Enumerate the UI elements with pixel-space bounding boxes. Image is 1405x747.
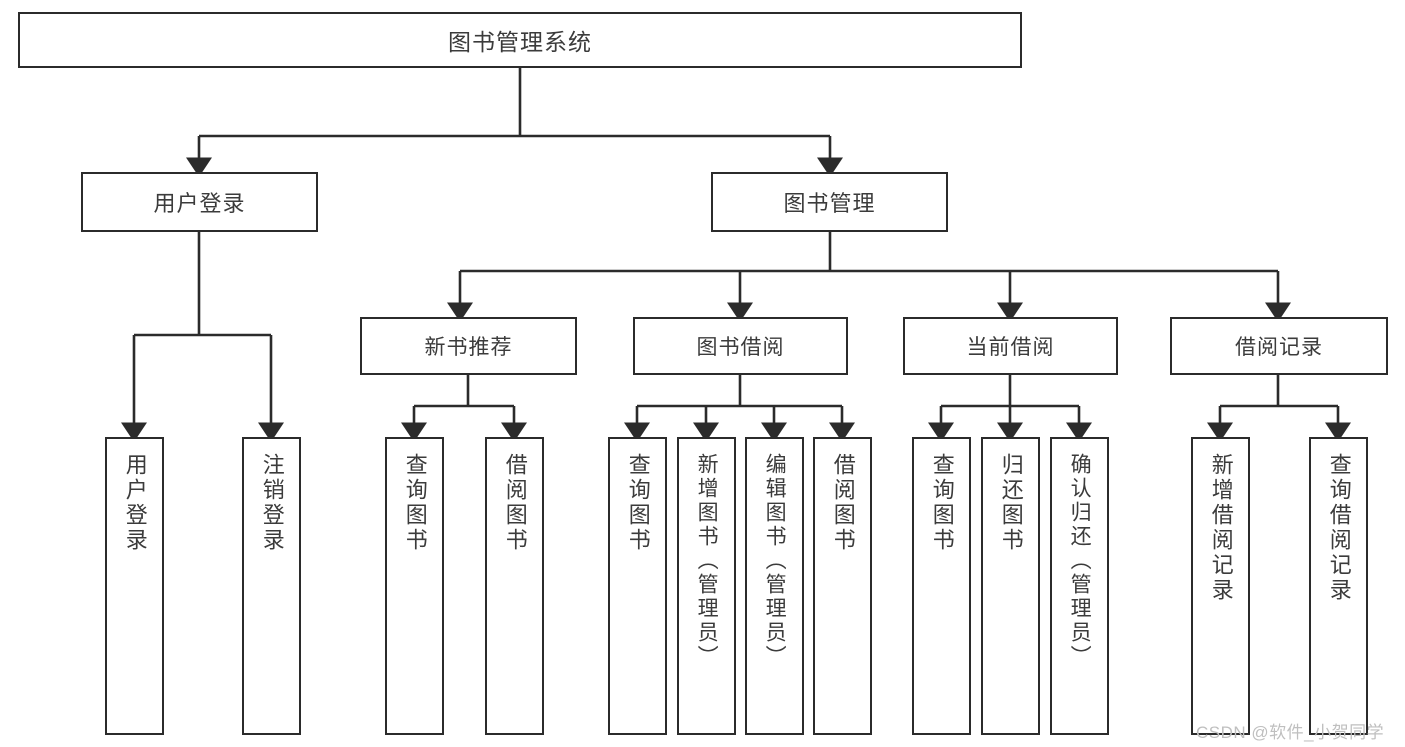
node-label: 借阅记录 bbox=[1235, 336, 1323, 359]
node-label: 注销登录 bbox=[259, 453, 285, 553]
leaf-borrow-book[interactable]: 借阅图书 bbox=[813, 437, 872, 735]
node-label: 用户登录 bbox=[153, 191, 246, 216]
node-label: 用户登录 bbox=[122, 453, 148, 553]
node-label: 新增图书（管理员） bbox=[695, 453, 719, 669]
leaf-borrow-book-recommend[interactable]: 借阅图书 bbox=[485, 437, 544, 735]
node-label: 新书推荐 bbox=[424, 336, 513, 359]
node-label: 编辑图书（管理员） bbox=[763, 453, 787, 669]
leaf-return-book[interactable]: 归还图书 bbox=[981, 437, 1040, 735]
node-borrow-record[interactable]: 借阅记录 bbox=[1170, 317, 1388, 375]
node-label: 图书管理 bbox=[783, 191, 876, 216]
node-label: 图书管理系统 bbox=[448, 29, 592, 55]
leaf-edit-book-admin[interactable]: 编辑图书（管理员） bbox=[745, 437, 804, 735]
leaf-query-book-recommend[interactable]: 查询图书 bbox=[385, 437, 444, 735]
node-book-management[interactable]: 图书管理 bbox=[711, 172, 948, 232]
leaf-user-login[interactable]: 用户登录 bbox=[105, 437, 164, 735]
node-label: 新增借阅记录 bbox=[1208, 453, 1234, 603]
node-current-borrow[interactable]: 当前借阅 bbox=[903, 317, 1118, 375]
node-label: 图书借阅 bbox=[696, 336, 785, 359]
node-label: 当前借阅 bbox=[966, 336, 1055, 359]
leaf-logout[interactable]: 注销登录 bbox=[242, 437, 301, 735]
node-new-book-recommend[interactable]: 新书推荐 bbox=[360, 317, 577, 375]
leaf-add-book-admin[interactable]: 新增图书（管理员） bbox=[677, 437, 736, 735]
node-label: 归还图书 bbox=[998, 453, 1024, 553]
node-label: 查询借阅记录 bbox=[1326, 453, 1352, 603]
node-label: 借阅图书 bbox=[830, 453, 856, 553]
node-book-borrow[interactable]: 图书借阅 bbox=[633, 317, 848, 375]
node-user-login[interactable]: 用户登录 bbox=[81, 172, 318, 232]
leaf-add-borrow-record[interactable]: 新增借阅记录 bbox=[1191, 437, 1250, 735]
leaf-query-book-borrow[interactable]: 查询图书 bbox=[608, 437, 667, 735]
node-root-system[interactable]: 图书管理系统 bbox=[18, 12, 1022, 68]
csdn-watermark: CSDN @软件_小贺同学 bbox=[1196, 723, 1385, 742]
node-label: 查询图书 bbox=[625, 453, 651, 553]
node-label: 确认归还（管理员） bbox=[1068, 453, 1092, 669]
leaf-query-book-current[interactable]: 查询图书 bbox=[912, 437, 971, 735]
node-label: 查询图书 bbox=[929, 453, 955, 553]
leaf-query-borrow-record[interactable]: 查询借阅记录 bbox=[1309, 437, 1368, 735]
node-label: 借阅图书 bbox=[502, 453, 528, 553]
node-label: 查询图书 bbox=[402, 453, 428, 553]
leaf-confirm-return-admin[interactable]: 确认归还（管理员） bbox=[1050, 437, 1109, 735]
